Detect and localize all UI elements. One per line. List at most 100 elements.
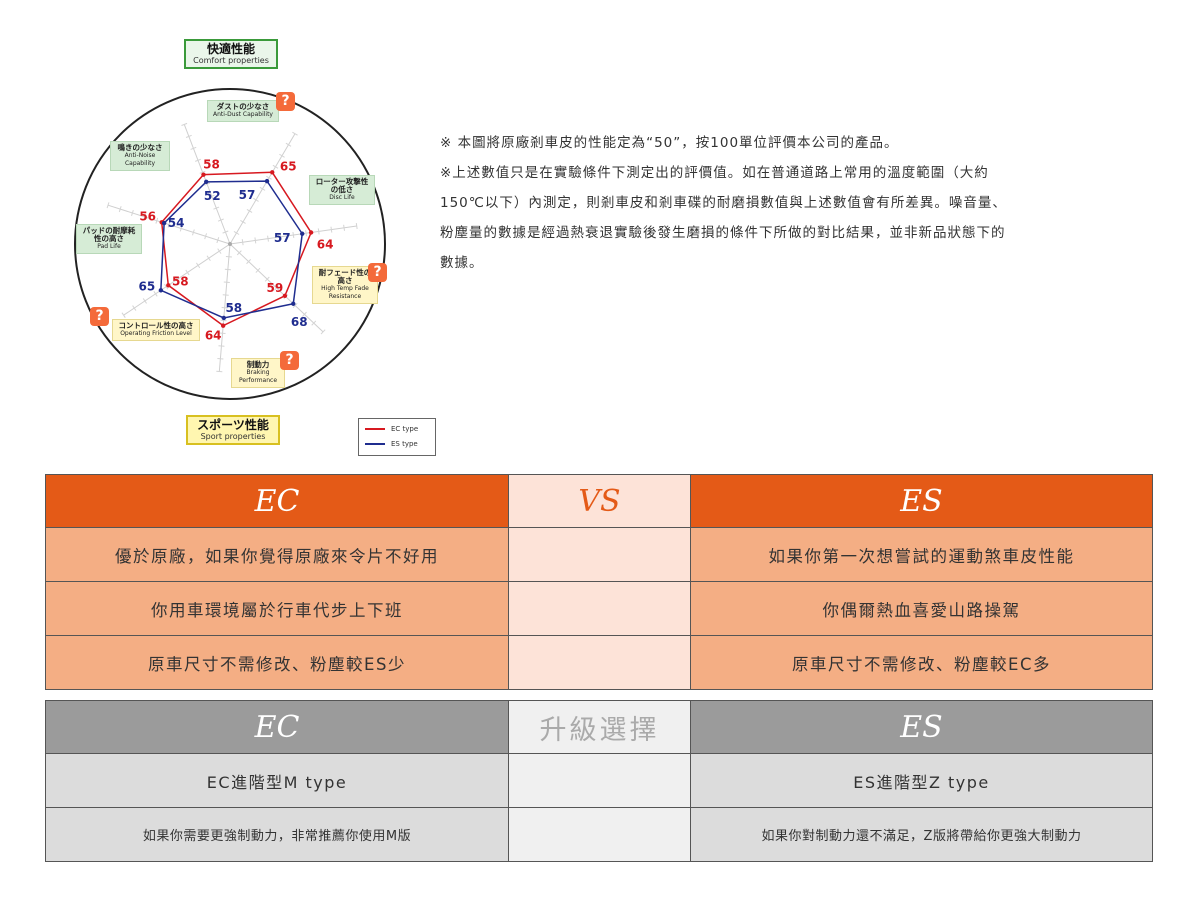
axis-en: Anti-Noise Capability xyxy=(124,152,156,167)
data-label: 64 xyxy=(317,237,334,251)
radar-tick xyxy=(320,329,326,335)
data-point xyxy=(291,301,296,306)
data-point xyxy=(166,283,171,288)
cell-ec: EC進階型M type xyxy=(45,753,509,808)
data-point xyxy=(161,220,167,226)
radar-tick xyxy=(222,230,229,234)
data-label: 58 xyxy=(172,274,189,288)
axis-jp: 鳴きの少なさ xyxy=(117,143,163,152)
radar-tick xyxy=(218,345,225,347)
axis-jp: ダストの少なさ xyxy=(216,102,270,111)
radar-tick xyxy=(267,235,269,242)
table-row: 你用車環境屬於行車代步上下班 你偶爾熱血喜愛山路操駕 xyxy=(45,581,1153,636)
header-ec: EC xyxy=(45,474,509,528)
radar-tick xyxy=(204,233,207,240)
table-row: 如果你需要更強制動力，非常推薦你使用M版 如果你對制動力還不滿足，Z版將帶給你更… xyxy=(45,807,1153,862)
note-line: 粉塵量的數據是經過熱衰退實驗後發生磨損的條件下所做的對比結果，並非新品狀態下的 xyxy=(440,225,1006,241)
radar-tick xyxy=(254,237,257,244)
data-label: 57 xyxy=(274,231,291,245)
question-icon[interactable]: ? xyxy=(368,263,387,282)
question-icon[interactable]: ? xyxy=(276,92,295,111)
radar-tick xyxy=(220,319,227,322)
comfort-title: 快適性能 Comfort properties xyxy=(184,39,278,69)
radar-tick xyxy=(217,248,222,254)
radar-tick xyxy=(118,206,122,213)
axis-label-fade: 耐フェード性の高さ High Temp Fade Resistance xyxy=(312,266,378,304)
header-vs: VS xyxy=(508,474,691,528)
data-point xyxy=(201,172,206,177)
cell-ec: 優於原廠，如果你覺得原廠來令片不好用 xyxy=(45,527,509,582)
sport-title: スポーツ性能 Sport properties xyxy=(186,415,280,445)
header-es: ES xyxy=(690,474,1153,528)
axis-label-anti-noise: 鳴きの少なさ Anti-Noise Capability xyxy=(110,141,170,171)
radar-tick xyxy=(266,175,272,180)
header-upgrade: 升級選擇 xyxy=(508,700,691,754)
cell-es: 你偶爾熱血喜愛山路操駕 xyxy=(690,581,1153,636)
data-point xyxy=(204,179,209,185)
vs-table-header: EC VS ES xyxy=(45,474,1153,528)
cell-es: 原車尺寸不需修改、粉塵較EC多 xyxy=(690,635,1153,690)
radar-tick xyxy=(185,269,190,276)
radar-tick xyxy=(274,285,279,291)
radar-tick xyxy=(153,291,158,297)
radar-tick xyxy=(155,217,159,224)
legend-label-ec: EC type xyxy=(391,425,419,433)
radar-tick xyxy=(259,186,266,191)
data-label: 64 xyxy=(205,329,222,343)
radar-tick xyxy=(302,311,307,317)
note-line: ※上述數值只是在實驗條件下測定出的評價值。如在普通道路上常用的溫度範圍（大約 xyxy=(440,165,989,181)
radar-tick xyxy=(181,122,188,126)
data-label: 59 xyxy=(267,281,284,295)
data-point xyxy=(270,170,275,175)
axis-jp: ローター攻撃性の低さ xyxy=(315,177,369,194)
radar-tick xyxy=(213,206,220,210)
question-icon[interactable]: ? xyxy=(280,351,299,370)
radar-tick xyxy=(224,268,231,271)
radar-tick xyxy=(167,221,171,228)
data-label: 52 xyxy=(204,189,221,203)
radar-tick xyxy=(217,218,224,222)
radar-tick xyxy=(216,237,220,244)
axis-jp: 耐フェード性の高さ xyxy=(318,268,372,285)
note-line: ※ 本圖將原廠剎車皮的性能定為“50”，按100單位評價本公司的產品。 xyxy=(440,135,899,151)
question-icon[interactable]: ? xyxy=(90,307,109,326)
cell-ec: 原車尺寸不需修改、粉塵較ES少 xyxy=(45,635,509,690)
cell-es: ES進階型Z type xyxy=(690,753,1153,808)
radar-tick xyxy=(279,233,282,240)
radar-tick xyxy=(292,131,298,136)
radar-tick xyxy=(246,208,253,213)
data-label: 58 xyxy=(203,158,220,172)
axis-en: Anti-Dust Capability xyxy=(213,111,273,118)
radar-tick xyxy=(192,229,195,236)
cell-mid xyxy=(508,753,691,808)
radar-tick xyxy=(121,312,126,318)
radar-tick xyxy=(131,209,134,216)
radar-tick xyxy=(236,250,242,256)
radar-tick xyxy=(195,158,201,162)
radar-tick xyxy=(223,281,230,284)
radar-tick xyxy=(219,332,226,335)
data-point xyxy=(308,230,314,235)
radar-tick xyxy=(264,276,270,282)
data-point xyxy=(220,323,226,328)
radar-tick xyxy=(185,134,192,138)
radar-tick xyxy=(132,305,137,311)
radar-tick xyxy=(292,231,295,239)
radar-tick xyxy=(208,194,215,198)
cell-ec: 如果你需要更強制動力，非常推薦你使用M版 xyxy=(45,807,509,862)
note-line: 數據。 xyxy=(440,255,484,271)
data-label: 54 xyxy=(168,216,185,230)
table-row: EC進階型M type ES進階型Z type xyxy=(45,753,1153,808)
vs-table: EC VS ES 優於原廠，如果你覺得原廠來令片不好用 如果你第一次想嘗試的運動… xyxy=(45,474,1153,690)
axis-en: Braking Performance xyxy=(238,369,278,384)
radar-tick xyxy=(164,283,169,290)
table-row: 優於原廠，如果你覺得原廠來令片不好用 如果你第一次想嘗試的運動煞車皮性能 xyxy=(45,527,1153,582)
legend-swatch-es xyxy=(365,443,385,445)
legend-item-es: ES type xyxy=(359,437,435,451)
radar-tick xyxy=(190,146,197,150)
radar-tick xyxy=(217,358,224,360)
cell-es: 如果你對制動力還不滿足，Z版將帶給你更強大制動力 xyxy=(690,807,1153,862)
radar-tick xyxy=(106,202,110,209)
radar-tick xyxy=(179,225,183,232)
radar-tick xyxy=(317,228,320,235)
